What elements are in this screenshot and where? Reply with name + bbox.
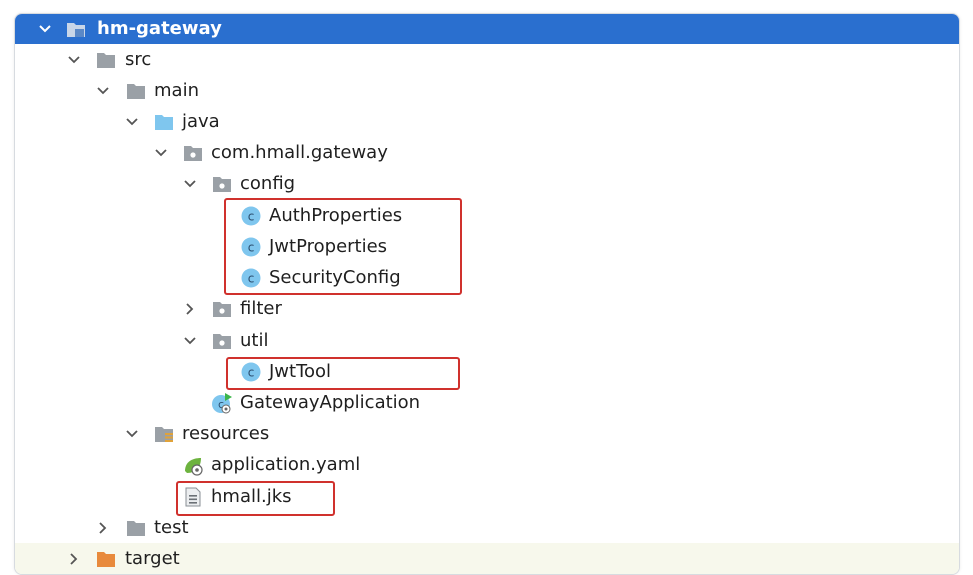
tree-node-label: src <box>125 49 152 70</box>
tree-node-label: java <box>182 111 220 132</box>
package-icon <box>182 142 204 164</box>
svg-text:c: c <box>248 240 255 254</box>
tree-node-resources[interactable]: resources <box>15 418 959 449</box>
tree-node-label: JwtProperties <box>269 236 388 257</box>
package-icon <box>211 330 233 352</box>
tree-node-label: filter <box>240 298 282 319</box>
project-tree-panel: hm-gateway src main java <box>14 13 960 575</box>
tree-node-label: GatewayApplication <box>240 392 421 413</box>
tree-node-label: config <box>240 173 296 194</box>
java-class-icon: c <box>240 361 262 383</box>
svg-text:c: c <box>248 365 255 379</box>
chevron-down-icon[interactable] <box>95 83 111 99</box>
tree-node-label: target <box>125 548 180 569</box>
folder-icon <box>125 517 147 539</box>
chevron-right-icon[interactable] <box>95 520 111 536</box>
tree-node-label: com.hmall.gateway <box>211 142 388 163</box>
chevron-right-icon[interactable] <box>182 301 198 317</box>
tree-node-label: util <box>240 330 269 351</box>
chevron-down-icon[interactable] <box>37 21 53 37</box>
tree-node-auth-properties[interactable]: c AuthProperties <box>15 200 959 231</box>
tree-node-application-yaml[interactable]: application.yaml <box>15 449 959 480</box>
tree-node-target[interactable]: target <box>15 543 959 574</box>
text-file-icon <box>182 486 204 508</box>
tree-node-label: hmall.jks <box>211 486 292 507</box>
folder-icon <box>125 80 147 102</box>
chevron-down-icon[interactable] <box>66 52 82 68</box>
spring-boot-class-icon: c <box>211 392 233 414</box>
tree-node-label: AuthProperties <box>269 205 403 226</box>
tree-node-package[interactable]: com.hmall.gateway <box>15 137 959 168</box>
tree-node-test[interactable]: test <box>15 512 959 543</box>
tree-node-hm-gateway[interactable]: hm-gateway <box>15 14 959 44</box>
chevron-down-icon[interactable] <box>182 333 198 349</box>
tree-node-label: SecurityConfig <box>269 267 401 288</box>
svg-text:c: c <box>248 271 255 285</box>
tree-node-jwt-properties[interactable]: c JwtProperties <box>15 231 959 262</box>
tree-node-label: JwtTool <box>269 361 332 382</box>
chevron-down-icon[interactable] <box>182 176 198 192</box>
svg-text:c: c <box>248 209 255 223</box>
tree-node-config[interactable]: config <box>15 168 959 199</box>
tree-node-security-config[interactable]: c SecurityConfig <box>15 262 959 293</box>
tree-node-filter[interactable]: filter <box>15 293 959 324</box>
tree-node-java[interactable]: java <box>15 106 959 137</box>
excluded-folder-icon <box>95 548 117 570</box>
java-class-icon: c <box>240 267 262 289</box>
java-class-icon: c <box>240 236 262 258</box>
tree-node-label: resources <box>182 423 270 444</box>
chevron-down-icon[interactable] <box>124 426 140 442</box>
folder-icon <box>95 49 117 71</box>
svg-text:c: c <box>218 398 224 411</box>
project-folder-icon <box>65 18 87 40</box>
package-icon <box>211 173 233 195</box>
tree-node-label: test <box>154 517 189 538</box>
java-class-icon: c <box>240 205 262 227</box>
chevron-right-icon[interactable] <box>66 551 82 567</box>
tree-node-jwt-tool[interactable]: c JwtTool <box>15 356 959 387</box>
package-icon <box>211 298 233 320</box>
tree-node-gateway-application[interactable]: c GatewayApplication <box>15 387 959 418</box>
tree-node-hmall-jks[interactable]: hmall.jks <box>15 481 959 512</box>
resources-folder-icon <box>153 423 175 445</box>
source-folder-icon <box>153 111 175 133</box>
tree-node-label: hm-gateway <box>97 18 222 39</box>
tree-node-src[interactable]: src <box>15 44 959 75</box>
tree-node-main[interactable]: main <box>15 75 959 106</box>
tree-node-util[interactable]: util <box>15 325 959 356</box>
tree-node-label: main <box>154 80 199 101</box>
tree-node-label: application.yaml <box>211 454 361 475</box>
chevron-down-icon[interactable] <box>124 114 140 130</box>
spring-config-icon <box>182 454 204 476</box>
chevron-down-icon[interactable] <box>153 145 169 161</box>
